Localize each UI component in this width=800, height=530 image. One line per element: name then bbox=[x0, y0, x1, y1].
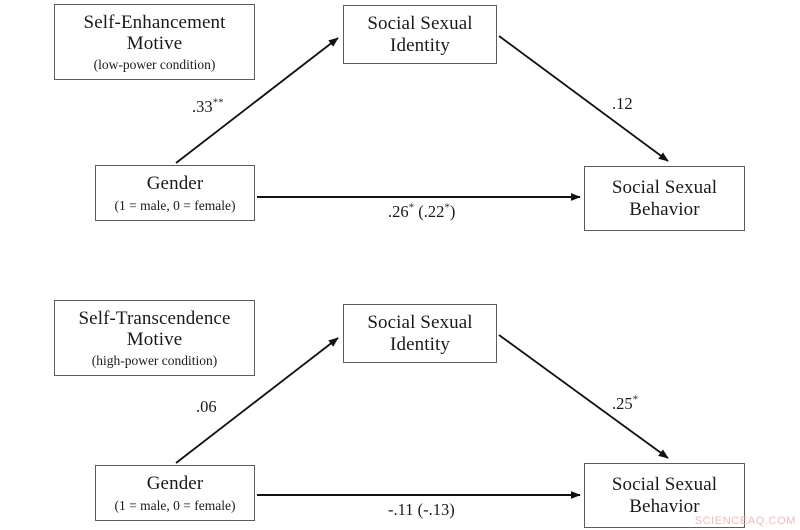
significance-stars: * bbox=[632, 393, 639, 406]
significance-stars-direct: * bbox=[408, 201, 415, 214]
node-self-enhancement-motive: Self-Enhancement Motive (low-power condi… bbox=[54, 4, 255, 80]
node-title: Social Sexual Behavior bbox=[611, 177, 718, 220]
path-value: .25 bbox=[612, 394, 633, 413]
path-value-indirect: -.13 bbox=[423, 500, 450, 519]
paren-open: ( bbox=[413, 500, 424, 519]
significance-stars: ** bbox=[212, 96, 224, 109]
path-value-indirect: .22 bbox=[423, 202, 445, 221]
node-subtitle: (low-power condition) bbox=[93, 57, 216, 73]
arrow-gender-to-identity-bottom bbox=[175, 337, 339, 464]
node-title: Self-Transcendence Motive bbox=[78, 307, 231, 350]
node-social-sexual-behavior-top: Social Sexual Behavior bbox=[584, 166, 745, 231]
node-subtitle: (high-power condition) bbox=[91, 353, 218, 369]
path-value: .12 bbox=[612, 94, 633, 113]
node-social-sexual-behavior-bottom: Social Sexual Behavior bbox=[584, 463, 745, 528]
path-label-b-bottom: .25* bbox=[612, 394, 638, 414]
path-label-c-top: .26* (.22*) bbox=[388, 202, 455, 222]
paren-close: ) bbox=[449, 202, 456, 221]
path-label-a-bottom: .06 bbox=[196, 397, 217, 417]
arrow-identity-to-behavior-top bbox=[498, 35, 669, 162]
paren-open: ( bbox=[414, 202, 424, 221]
node-title: Social Sexual Identity bbox=[367, 312, 473, 355]
node-self-transcendence-motive: Self-Transcendence Motive (high-power co… bbox=[54, 300, 255, 376]
node-gender-top: Gender (1 = male, 0 = female) bbox=[95, 165, 255, 221]
path-value-direct: .26 bbox=[388, 202, 409, 221]
path-value: .33 bbox=[192, 97, 213, 116]
node-title: Gender bbox=[146, 473, 204, 495]
node-gender-bottom: Gender (1 = male, 0 = female) bbox=[95, 465, 255, 521]
path-value-direct: -.11 bbox=[388, 500, 414, 519]
node-title: Gender bbox=[146, 173, 204, 195]
path-label-a-top: .33** bbox=[192, 97, 224, 117]
node-subtitle: (1 = male, 0 = female) bbox=[114, 497, 236, 513]
watermark: SCIENCEAQ.COM bbox=[694, 515, 796, 527]
node-title: Social Sexual Identity bbox=[367, 13, 473, 56]
node-social-sexual-identity-bottom: Social Sexual Identity bbox=[343, 304, 497, 363]
arrow-gender-to-identity-top bbox=[175, 37, 339, 164]
node-subtitle: (1 = male, 0 = female) bbox=[114, 197, 236, 213]
node-social-sexual-identity-top: Social Sexual Identity bbox=[343, 5, 497, 64]
paren-close: ) bbox=[449, 500, 455, 519]
node-title: Self-Enhancement Motive bbox=[83, 11, 226, 54]
path-label-c-bottom: -.11 (-.13) bbox=[388, 500, 455, 520]
path-label-b-top: .12 bbox=[612, 94, 633, 114]
arrow-identity-to-behavior-bottom bbox=[498, 334, 669, 459]
significance-stars-indirect: * bbox=[444, 201, 450, 214]
node-title: Social Sexual Behavior bbox=[611, 474, 718, 517]
path-value: .06 bbox=[196, 397, 217, 416]
